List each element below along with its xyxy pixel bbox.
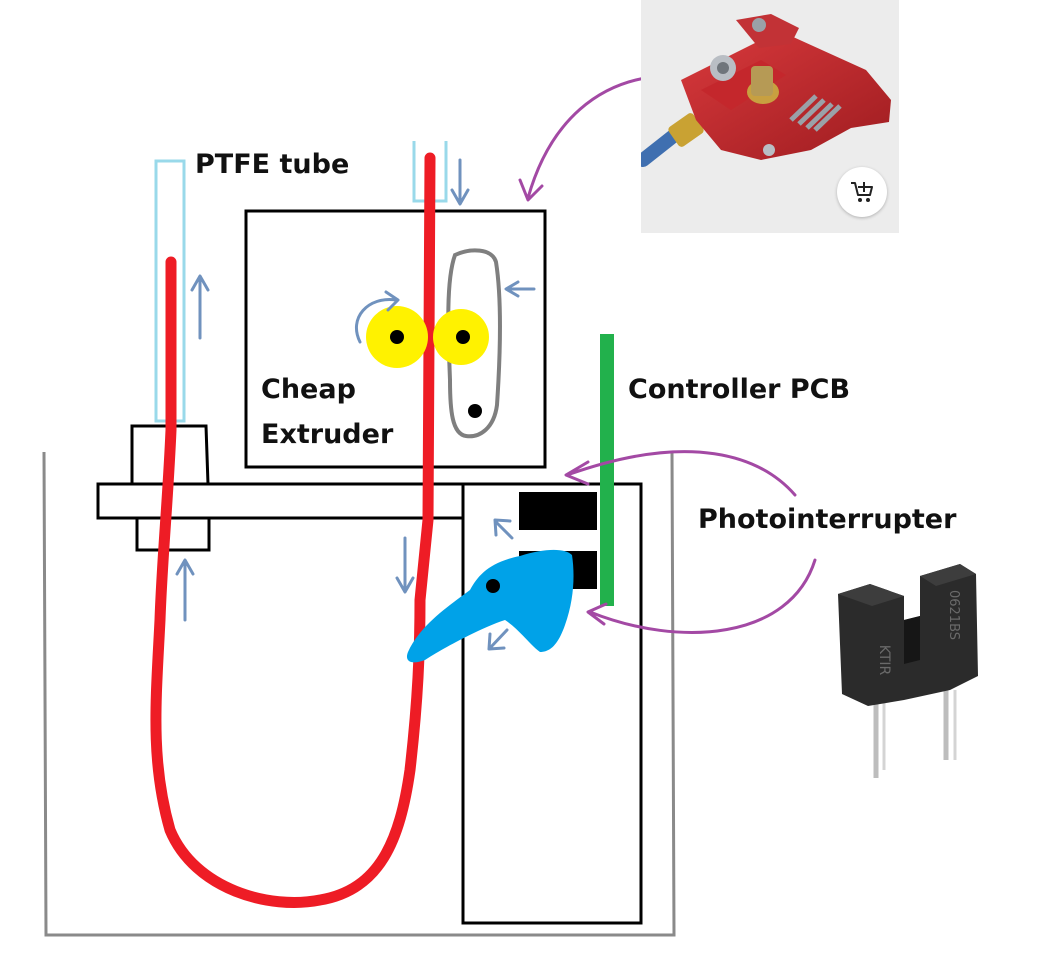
arrow-down-top	[450, 158, 470, 206]
idler-bearing-center	[456, 330, 470, 344]
arrow-lever-up	[493, 518, 514, 540]
filament-path	[150, 152, 436, 908]
add-to-cart-icon	[851, 182, 873, 202]
controller-housing	[461, 482, 643, 925]
extruder-product-photo	[636, 0, 899, 233]
arrow-idler-press	[504, 280, 536, 298]
mounting-plate	[96, 482, 465, 520]
sensor-lever	[406, 549, 574, 663]
label-ptfe-tube: PTFE tube	[195, 149, 350, 180]
arrow-lever-down	[487, 628, 509, 651]
extruder-box	[244, 209, 547, 469]
photointerrupter-emitter	[519, 492, 597, 530]
sensor-brand-marking: KTIR	[876, 645, 892, 676]
add-to-cart-button[interactable]	[837, 167, 887, 217]
label-controller-pcb: Controller PCB	[628, 374, 851, 405]
controller-pcb	[600, 334, 614, 606]
label-extruder: Extruder	[261, 419, 394, 450]
sensor-code-marking: 0621BS	[946, 590, 961, 640]
photointerrupter-photo: KTIR 0621BS	[838, 564, 978, 778]
pointer-to-extruder	[518, 74, 664, 202]
ptfe-coupler	[130, 424, 211, 552]
enclosure-box	[42, 451, 676, 937]
metal-extruder-image	[636, 14, 891, 167]
label-cheap: Cheap	[261, 374, 356, 405]
idler-pivot	[468, 404, 482, 418]
drive-gear-center	[390, 330, 404, 344]
arrow-up-coupler	[175, 558, 195, 622]
arrow-gear-rotation	[354, 290, 400, 344]
pointer-to-emitter	[564, 450, 797, 497]
lever-pivot	[486, 579, 500, 593]
arrow-down-filament	[395, 536, 415, 594]
arrow-up-ptfe	[190, 274, 210, 340]
pointer-to-detector	[586, 558, 817, 634]
label-photointerrupter: Photointerrupter	[698, 504, 957, 535]
